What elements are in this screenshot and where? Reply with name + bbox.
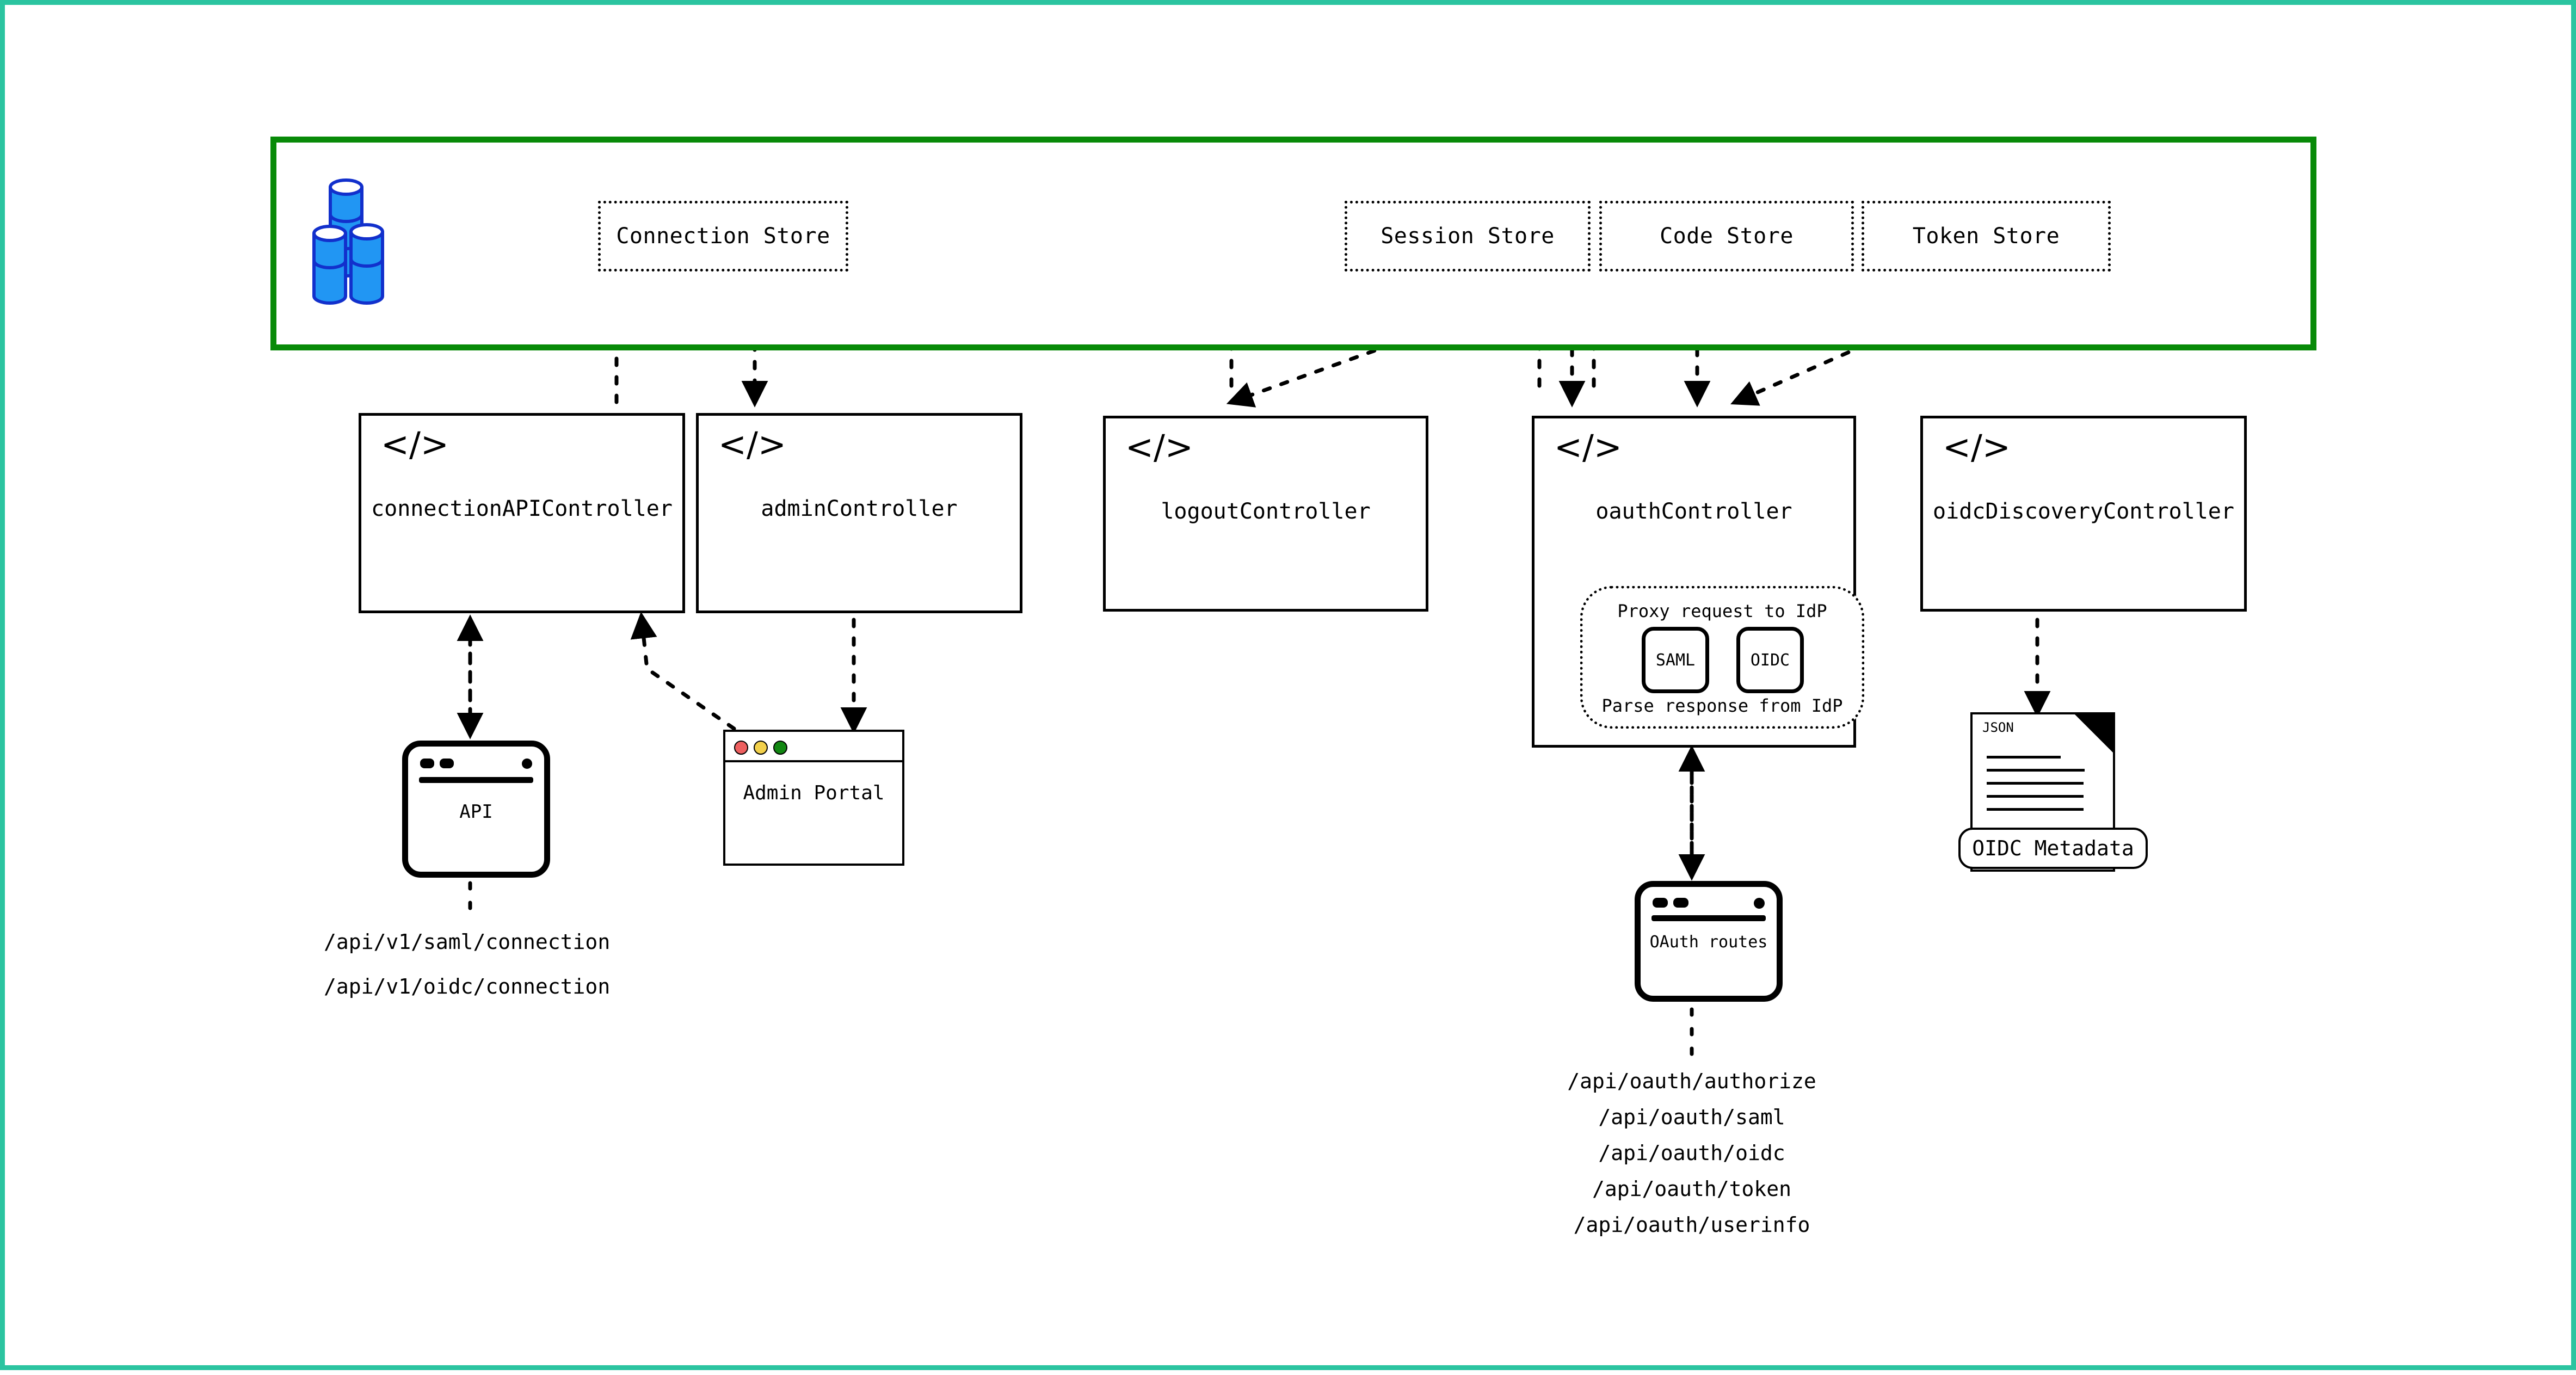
controller-label: oauthController xyxy=(1595,499,1792,524)
code-icon: </> xyxy=(381,424,449,464)
doc-text-line xyxy=(1987,756,2061,759)
oauth-routes-device[interactable]: OAuth routes xyxy=(1635,881,1783,1002)
device-bar-icon xyxy=(419,777,533,783)
doc-text-line xyxy=(1987,808,2084,811)
store-label: Token Store xyxy=(1912,224,2060,249)
code-icon: </> xyxy=(1943,427,2011,467)
api-device[interactable]: API xyxy=(402,741,550,878)
controller-oidc-discovery[interactable]: </> oidcDiscoveryController xyxy=(1920,416,2247,612)
admin-portal-window[interactable]: Admin Portal xyxy=(723,730,904,866)
traffic-light-yellow-icon xyxy=(754,741,768,755)
oauth-routes-label: OAuth routes xyxy=(1649,933,1768,952)
controller-label: logoutController xyxy=(1161,499,1371,524)
code-icon: </> xyxy=(1125,427,1193,467)
store-label: Session Store xyxy=(1381,224,1555,249)
store-box-connection[interactable]: Connection Store xyxy=(598,201,848,272)
code-icon: </> xyxy=(718,424,786,464)
device-dot-icon xyxy=(1754,898,1765,909)
store-box-session[interactable]: Session Store xyxy=(1345,201,1591,272)
store-box-token[interactable]: Token Store xyxy=(1862,201,2111,272)
protocol-label: OIDC xyxy=(1750,650,1790,670)
traffic-light-red-icon xyxy=(734,741,748,755)
controller-logout[interactable]: </> logoutController xyxy=(1103,416,1428,612)
controller-label: connectionAPIController xyxy=(371,496,673,521)
store-label: Connection Store xyxy=(616,224,830,249)
api-label: API xyxy=(459,801,493,823)
endpoint-oauth-oidc: /api/oauth/oidc xyxy=(1598,1141,1785,1165)
protocol-saml[interactable]: SAML xyxy=(1642,627,1709,693)
device-dot-icon xyxy=(1653,898,1668,908)
json-type-label: JSON xyxy=(1982,720,2014,735)
store-box-code[interactable]: Code Store xyxy=(1599,201,1854,272)
code-icon: </> xyxy=(1554,427,1622,467)
store-label: Code Store xyxy=(1660,224,1794,249)
oidc-metadata-label-pill[interactable]: OIDC Metadata xyxy=(1958,828,2148,869)
endpoint-oauth-saml: /api/oauth/saml xyxy=(1598,1105,1785,1129)
database-cylinders-icon xyxy=(309,171,434,307)
controller-connection-api[interactable]: </> connectionAPIController xyxy=(359,413,685,613)
proxy-request-label: Proxy request to IdP xyxy=(1617,601,1827,621)
controller-oauth[interactable]: </> oauthController Proxy request to IdP… xyxy=(1532,416,1864,748)
controller-admin[interactable]: </> adminController xyxy=(696,413,1022,613)
endpoint-connection-saml: /api/v1/saml/connection xyxy=(324,930,611,954)
idp-proxy-group: Proxy request to IdP SAML OIDC Parse res… xyxy=(1580,586,1864,729)
doc-text-line xyxy=(1987,769,2085,772)
device-bar-icon xyxy=(1651,915,1766,921)
parse-response-label: Parse response from IdP xyxy=(1601,695,1843,716)
device-dot-icon xyxy=(420,759,434,768)
doc-text-line xyxy=(1987,782,2084,785)
endpoint-oauth-authorize: /api/oauth/authorize xyxy=(1567,1069,1816,1093)
doc-text-line xyxy=(1987,795,2084,798)
endpoint-oauth-userinfo: /api/oauth/userinfo xyxy=(1573,1213,1810,1237)
device-dot-icon xyxy=(440,759,454,768)
browser-titlebar xyxy=(725,732,902,762)
device-dot-icon xyxy=(522,759,532,769)
protocol-label: SAML xyxy=(1655,650,1696,670)
device-dot-icon xyxy=(1673,898,1688,908)
controller-label: adminController xyxy=(761,496,958,521)
protocol-oidc[interactable]: OIDC xyxy=(1736,627,1804,693)
oidc-metadata-label: OIDC Metadata xyxy=(1972,836,2134,860)
endpoint-oauth-token: /api/oauth/token xyxy=(1592,1177,1792,1201)
traffic-light-green-icon xyxy=(773,741,787,755)
admin-portal-label: Admin Portal xyxy=(743,782,885,804)
page-fold-icon xyxy=(2073,713,2115,754)
endpoint-connection-oidc: /api/v1/oidc/connection xyxy=(324,975,611,998)
controller-label: oidcDiscoveryController xyxy=(1933,499,2234,524)
